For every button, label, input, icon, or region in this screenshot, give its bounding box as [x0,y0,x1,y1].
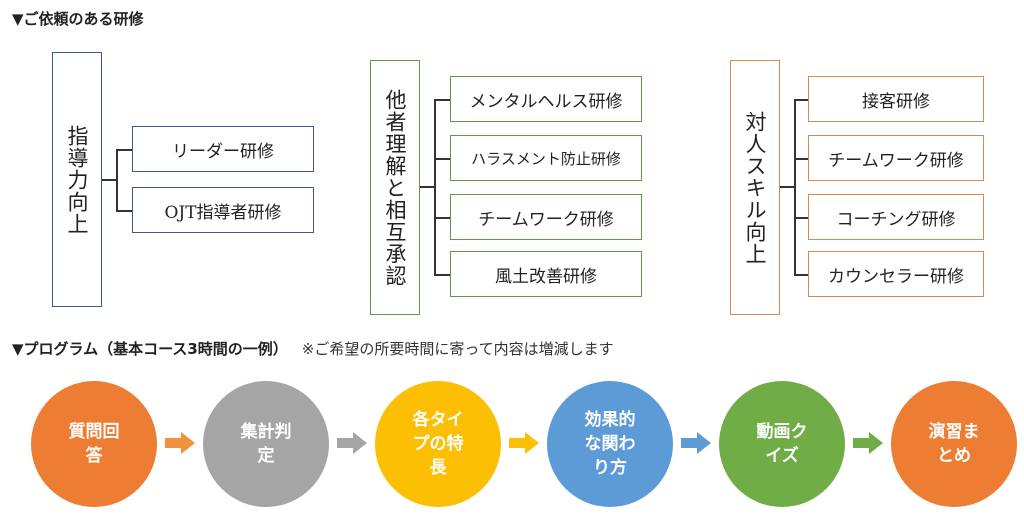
section-title-program: ▼プログラム（基本コース3時間の一例） ※ご希望の所要時間に寄って内容は増減します [12,338,614,359]
connector-line [434,158,450,160]
group-label-box: 対人スキル向上 [730,60,780,315]
training-item-label: リーダー研修 [172,141,274,162]
connector-line [434,99,436,275]
group-label-box: 他者理解と相互承認 [370,60,420,315]
training-item: チームワーク研修 [808,135,984,181]
step-circle: 集計判 定 [203,381,329,507]
connector-line [794,158,808,160]
training-item-label: チームワーク研修 [828,150,964,171]
step-label: 質問回 答 [68,422,120,466]
right-arrow-icon [681,432,711,454]
connector-line [434,99,450,101]
connector-line [116,149,118,211]
step-circle: 動画ク イズ [719,381,845,507]
connector-line [794,217,808,219]
training-item: カウンセラー研修 [808,251,984,297]
connector-line [420,186,434,188]
connector-line [794,99,808,101]
training-item-label: チームワーク研修 [478,209,614,230]
step-circle: 各タイ プの特 長 [375,381,501,507]
step-circle: 演習ま とめ [891,381,1017,507]
training-item: OJT指導者研修 [132,187,314,233]
right-arrow-icon [165,432,195,454]
connector-line [794,99,796,275]
step-circle: 効果的 な関わ り方 [547,381,673,507]
training-item: コーチング研修 [808,194,984,240]
connector-line [102,179,116,181]
section-title-text: ▼プログラム（基本コース3時間の一例） [12,340,288,358]
training-item: 接客研修 [808,76,984,122]
group-label: 他者理解と相互承認 [383,88,407,287]
right-arrow-icon [853,432,883,454]
training-item-label: OJT指導者研修 [164,202,282,223]
section-title-requested-trainings: ▼ご依頼のある研修 [12,8,144,29]
training-item-label: カウンセラー研修 [828,266,964,287]
group-label: 対人スキル向上 [743,110,767,265]
step-label: 動画ク イズ [756,422,808,466]
connector-line [794,274,808,276]
right-arrow-icon [337,432,367,454]
group-label: 指導力向上 [65,124,89,235]
training-item-label: ハラスメント防止研修 [471,149,621,168]
connector-line [780,186,794,188]
group-label-box: 指導力向上 [52,52,102,307]
right-arrow-icon [509,432,539,454]
step-label: 演習ま とめ [928,422,980,466]
training-item: 風土改善研修 [450,251,642,297]
connector-line [116,149,132,151]
connector-line [116,210,132,212]
training-item: ハラスメント防止研修 [450,135,642,181]
training-item: メンタルヘルス研修 [450,76,642,122]
training-item-label: 接客研修 [862,91,930,112]
step-label: 効果的 な関わ り方 [584,410,636,478]
connector-line [434,217,450,219]
training-item-label: メンタルヘルス研修 [469,91,623,112]
step-label: 各タイ プの特 長 [412,410,464,478]
section-note: ※ご希望の所要時間に寄って内容は増減します [301,340,614,358]
section-title-text: ▼ご依頼のある研修 [12,10,144,28]
training-item: リーダー研修 [132,126,314,172]
step-circle: 質問回 答 [31,381,157,507]
step-label: 集計判 定 [240,422,292,466]
connector-line [434,274,450,276]
training-item: チームワーク研修 [450,194,642,240]
training-item-label: 風土改善研修 [495,266,597,287]
training-item-label: コーチング研修 [836,209,956,230]
